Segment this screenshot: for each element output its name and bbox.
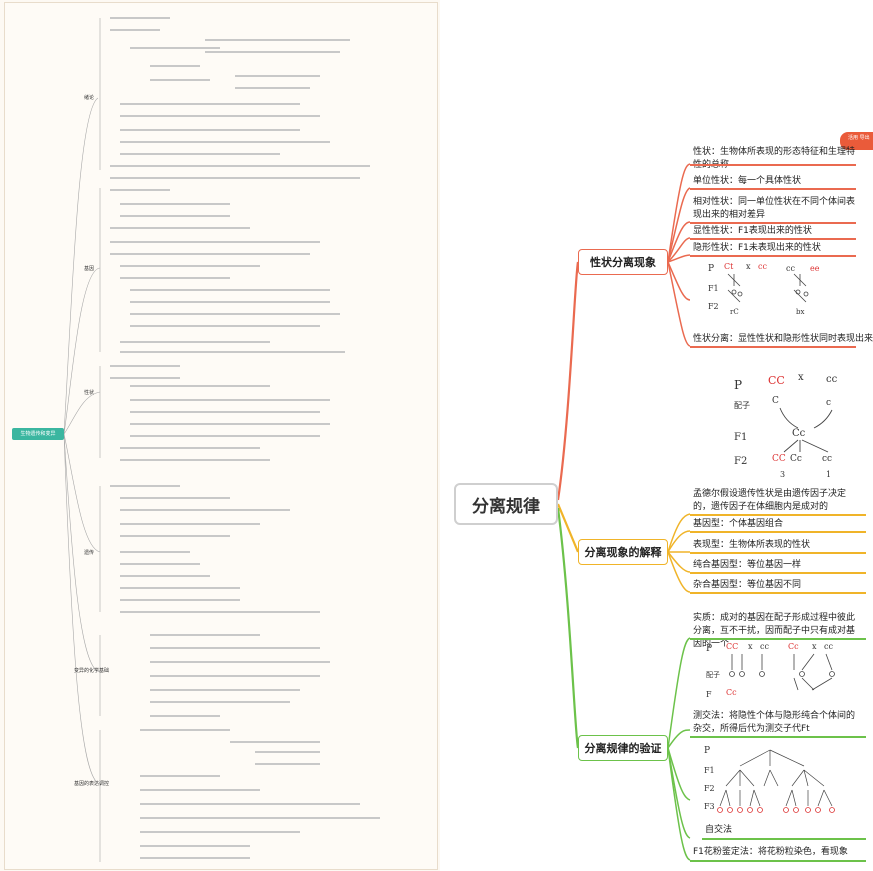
leaf-segregation: 性状分离：显性性状和隐形性状同时表现出来	[693, 334, 873, 344]
leaf-underline	[690, 222, 856, 224]
sketch-label: ee	[810, 264, 820, 273]
branch-segregation-verification[interactable]: 分离规律的验证	[578, 735, 668, 761]
sketch-label: F2	[734, 456, 748, 467]
leaf-homozygous: 纯合基因型：等位基因一样	[693, 560, 802, 570]
sketch-label: 3	[780, 470, 786, 479]
left-l1-item: 绪论	[84, 95, 95, 101]
sketch-label: CC	[772, 454, 786, 464]
sketch-label: 配子	[734, 401, 750, 410]
sketch-label: cc	[822, 454, 833, 464]
leaf-underline	[690, 552, 866, 554]
sketch-pedigree: P F1 F2 F3	[700, 740, 860, 822]
sketch-label: 1	[826, 470, 832, 479]
sketch-label: CC	[726, 642, 739, 651]
left-mindmap-connectors	[63, 18, 101, 862]
leaf-underline	[690, 346, 856, 348]
left-l1-item: 基因的表达调控	[74, 781, 110, 787]
sketch-strokes	[779, 407, 833, 453]
sketch-label: cc	[824, 642, 833, 651]
sketch-label: P	[734, 378, 743, 392]
export-tag[interactable]: 活用 导出	[840, 132, 873, 150]
leaf-unit-trait: 单位性状：每一个具体性状	[693, 176, 802, 186]
leaf-trait-definition: 性状：生物体所表现的形态特征和生理特性的总称	[693, 147, 856, 170]
sketch-label: C	[772, 396, 779, 406]
sketch-cross-3: P 配子 F CC x cc Cc Cc x cc	[702, 640, 862, 708]
sketch-label: F2	[704, 784, 715, 793]
left-mindmap-text-texture	[110, 17, 380, 859]
sketch-label: cc	[826, 374, 838, 385]
sketch-label: bx	[796, 308, 805, 316]
sketch-label: 配子	[706, 671, 720, 679]
leaf-pollen-test: F1花粉鉴定法：将花粉粒染色，看现象	[693, 847, 848, 857]
sketch-label: cc	[758, 262, 767, 271]
sketch-label: x	[748, 642, 753, 651]
sketch-label: Ct	[724, 262, 734, 271]
leaf-phenotype: 表现型：生物体所表现的性状	[693, 540, 811, 550]
sketch-cross-2: P 配子 F1 F2 CC x cc C c Cc CC Cc cc 3 1	[728, 370, 858, 485]
left-l1-item: 基因	[84, 266, 95, 272]
sketch-label: x	[812, 642, 817, 651]
leaf-hypothesis: 孟德尔假设遗传性状是由遗传因子决定的，遗传因子在体细胞内是成对的	[693, 489, 847, 512]
left-l1-item: 性状	[84, 390, 95, 396]
sketch-label: P	[704, 746, 711, 756]
leaf-essence: 实质：成对的基因在配子形成过程中彼此分离，互不干扰，因而配子中只有成对基因的一个	[693, 613, 856, 649]
sketch-label: F	[706, 690, 712, 699]
leaf-underline	[690, 255, 856, 257]
sketch-strokes	[717, 749, 835, 813]
leaf-underline	[690, 514, 866, 516]
leaf-underline	[690, 736, 866, 738]
leaf-recessive-trait: 隐形性状：F1未表现出来的性状	[693, 243, 821, 253]
sketch-label: c	[826, 398, 832, 408]
left-root-node: 生物遗传和变异	[12, 428, 64, 440]
sketch-label: Cc	[726, 688, 737, 697]
sketch-label: cc	[786, 264, 795, 273]
leaf-self-cross: 自交法	[705, 825, 733, 835]
left-l1-item: 变异的化学基础	[74, 668, 110, 674]
sketch-label: P	[706, 644, 713, 654]
leaf-heterozygous: 杂合基因型：等位基因不同	[693, 580, 802, 590]
branch-trait-segregation[interactable]: 性状分离现象	[578, 249, 668, 275]
sketch-cross-1: P F1 F2 Ct x cc rC cc bx ee	[700, 262, 840, 328]
branch-segregation-explanation[interactable]: 分离现象的解释	[578, 539, 668, 565]
sketch-label: P	[708, 264, 715, 274]
sketch-label: F3	[704, 802, 715, 811]
leaf-underline	[690, 164, 856, 166]
leaf-underline	[690, 238, 856, 240]
sketch-label: Cc	[792, 428, 806, 439]
sketch-strokes	[729, 653, 835, 691]
leaf-underline	[690, 592, 866, 594]
leaf-underline	[690, 638, 866, 640]
left-mindmap-image: 生物遗传和变异 绪论 基因 性状 遗传 变异的化学基础 基因的表达调控	[0, 0, 440, 871]
sketch-label: F2	[708, 302, 719, 311]
leaf-underline	[690, 188, 856, 190]
sketch-label: CC	[768, 374, 785, 387]
sketch-label: x	[746, 262, 751, 271]
sketch-label: Cc	[788, 642, 799, 651]
sketch-label: F1	[704, 766, 715, 775]
sketch-label: F1	[734, 432, 748, 443]
leaf-underline	[690, 572, 866, 574]
leaf-underline	[690, 860, 866, 862]
right-mindmap-panel	[440, 0, 873, 871]
sketch-label: cc	[760, 642, 769, 651]
leaf-genotype: 基因型：个体基因组合	[693, 519, 784, 529]
leaf-underline	[690, 531, 866, 533]
leaf-relative-trait: 相对性状：同一单位性状在不同个体间表现出来的相对差异	[693, 197, 856, 220]
leaf-underline	[702, 838, 866, 840]
left-l1-item: 遗传	[84, 550, 95, 556]
sketch-label: rC	[730, 308, 739, 316]
sketch-label: F1	[708, 284, 719, 293]
leaf-test-cross: 测交法：将隐性个体与隐形纯合个体间的杂交，所得后代为测交子代Ft	[693, 711, 856, 734]
sketch-label: x	[798, 372, 804, 383]
leaf-dominant-trait: 显性性状：F1表现出来的性状	[693, 226, 812, 236]
central-topic[interactable]: 分离规律	[454, 483, 558, 525]
sketch-strokes	[727, 273, 809, 303]
sketch-label: Cc	[790, 454, 802, 464]
